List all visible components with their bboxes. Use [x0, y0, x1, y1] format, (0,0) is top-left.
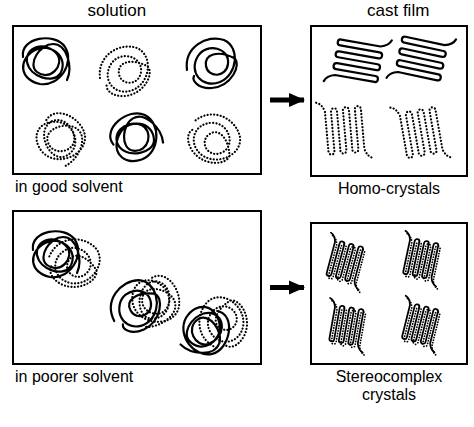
column-heading: solution — [88, 2, 147, 20]
panel-frame — [310, 25, 468, 177]
panel-box: Homo-crystals — [310, 25, 468, 177]
panel-caption-text: in poorer solvent — [15, 368, 262, 386]
process-arrow — [270, 98, 304, 103]
panel-caption: in poorer solvent — [12, 368, 262, 386]
lamella-group — [316, 27, 456, 167]
panel-caption: in good solvent — [12, 178, 262, 196]
panel-frame — [12, 210, 262, 365]
panel-caption: Stereocomplex crystals — [310, 368, 468, 404]
panel-caption: Homo-crystals — [310, 180, 468, 198]
panel-box: in good solvent — [12, 25, 262, 175]
mixed-coil-group — [33, 229, 257, 361]
coil-group — [23, 38, 248, 172]
panel-box: in poorer solvent — [12, 210, 262, 365]
process-arrow — [270, 285, 304, 290]
stereocomplex-group — [318, 231, 449, 355]
panel-caption-text: Stereocomplex crystals — [310, 368, 468, 404]
panel-box: Stereocomplex crystals — [310, 222, 468, 365]
panel-caption-text: in good solvent — [15, 178, 262, 196]
column-heading: cast film — [367, 2, 429, 20]
panel-frame — [12, 25, 262, 175]
panel-frame — [310, 222, 468, 365]
panel-caption-text: Homo-crystals — [310, 180, 468, 198]
